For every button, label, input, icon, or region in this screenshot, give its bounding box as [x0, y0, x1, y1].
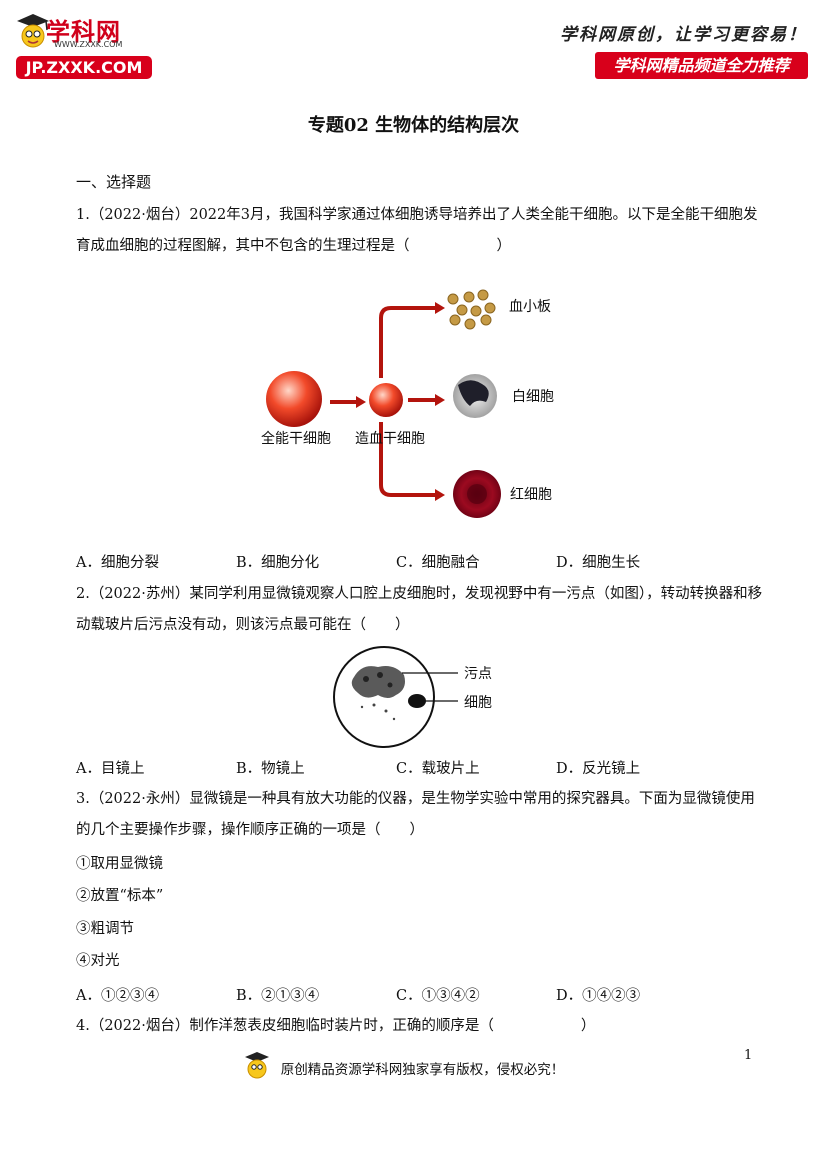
- q3-step-3: ③粗调节: [76, 921, 134, 937]
- logo-badge[interactable]: JP.ZXXK.COM: [16, 56, 152, 79]
- q4-text-line1: 4.（2022·烟台）制作洋葱表皮细胞临时装片时，正确的顺序是（ ）: [76, 1018, 596, 1034]
- arrow-right-icon: [330, 396, 366, 408]
- q2-option-d[interactable]: D．反光镜上: [556, 761, 641, 777]
- spot-label: 污点: [464, 666, 492, 682]
- channel-badge: 学科网精品频道全力推荐: [595, 52, 808, 79]
- q1-text-line2: 育成血细胞的过程图解，其中不包含的生理过程是（ ）: [76, 238, 511, 254]
- q3-option-c[interactable]: C．①③④②: [396, 988, 480, 1004]
- q2-figure: [333, 646, 458, 748]
- q2-option-a[interactable]: A．目镜上: [76, 761, 145, 777]
- q3-step-1: ①取用显微镜: [76, 856, 163, 872]
- red-blood-cell-icon: [453, 470, 501, 518]
- q3-option-b[interactable]: B．②①③④: [236, 988, 320, 1004]
- page-title: 专题02 生物体的结构层次: [307, 115, 520, 136]
- white-blood-cell-icon: [453, 374, 497, 418]
- hematopoietic-cell-label: 造血干细胞: [355, 431, 425, 447]
- hematopoietic-cell-icon: [369, 383, 403, 417]
- platelet-label: 血小板: [509, 299, 551, 315]
- footer-copyright: 原创精品资源学科网独家享有版权，侵权必究！: [280, 1062, 565, 1078]
- logo-text: 学科网: [46, 18, 121, 46]
- q1-option-c[interactable]: C．细胞融合: [396, 555, 480, 571]
- spot-icon: [351, 666, 405, 721]
- mascot-icon: [245, 1052, 269, 1079]
- q3-text-line1: 3.（2022·永州）显微镜是一种具有放大功能的仪器，是生物学实验中常用的探究器…: [76, 791, 755, 807]
- q3-step-2: ②放置“标本”: [76, 888, 164, 904]
- q1-option-a[interactable]: A．细胞分裂: [76, 555, 159, 571]
- section-heading: 一、选择题: [76, 173, 152, 191]
- q1-figure: [266, 289, 501, 518]
- page-number: 1: [744, 1048, 753, 1063]
- q1-option-b[interactable]: B．细胞分化: [236, 555, 320, 571]
- q1-option-d[interactable]: D．细胞生长: [556, 555, 641, 571]
- arrow-down-icon: [379, 422, 445, 501]
- platelet-icon: [447, 289, 496, 330]
- q2-option-b[interactable]: B．物镜上: [236, 761, 305, 777]
- stem-cell-icon: [266, 371, 322, 427]
- q2-text-line2: 动载玻片后污点没有动，则该污点最可能在（ ）: [76, 617, 410, 633]
- arrow-up-icon: [379, 302, 445, 378]
- slogan: 学科网原创，让学习更容易！: [560, 25, 807, 45]
- logo-url: WWW.ZXXK.COM: [54, 40, 123, 49]
- arrow-right-icon: [408, 394, 445, 406]
- q3-text-line2: 的几个主要操作步骤，操作顺序正确的一项是（ ）: [76, 822, 424, 838]
- cell-icon: [408, 694, 426, 708]
- q2-text-line1: 2.（2022·苏州）某同学利用显微镜观察人口腔上皮细胞时，发现视野中有一污点（…: [76, 586, 763, 602]
- q3-step-4: ④对光: [76, 953, 120, 969]
- cell-label: 细胞: [464, 695, 492, 711]
- q3-option-a[interactable]: A．①②③④: [76, 988, 159, 1004]
- q2-option-c[interactable]: C．载玻片上: [396, 761, 480, 777]
- mascot-icon: [17, 14, 49, 48]
- wbc-label: 白细胞: [512, 389, 554, 405]
- q3-option-d[interactable]: D．①④②③: [556, 988, 641, 1004]
- rbc-label: 红细胞: [510, 487, 552, 503]
- stem-cell-label: 全能干细胞: [261, 431, 331, 447]
- q1-text-line1: 1.（2022·烟台）2022年3月，我国科学家通过体细胞诱导培养出了人类全能干…: [76, 207, 758, 223]
